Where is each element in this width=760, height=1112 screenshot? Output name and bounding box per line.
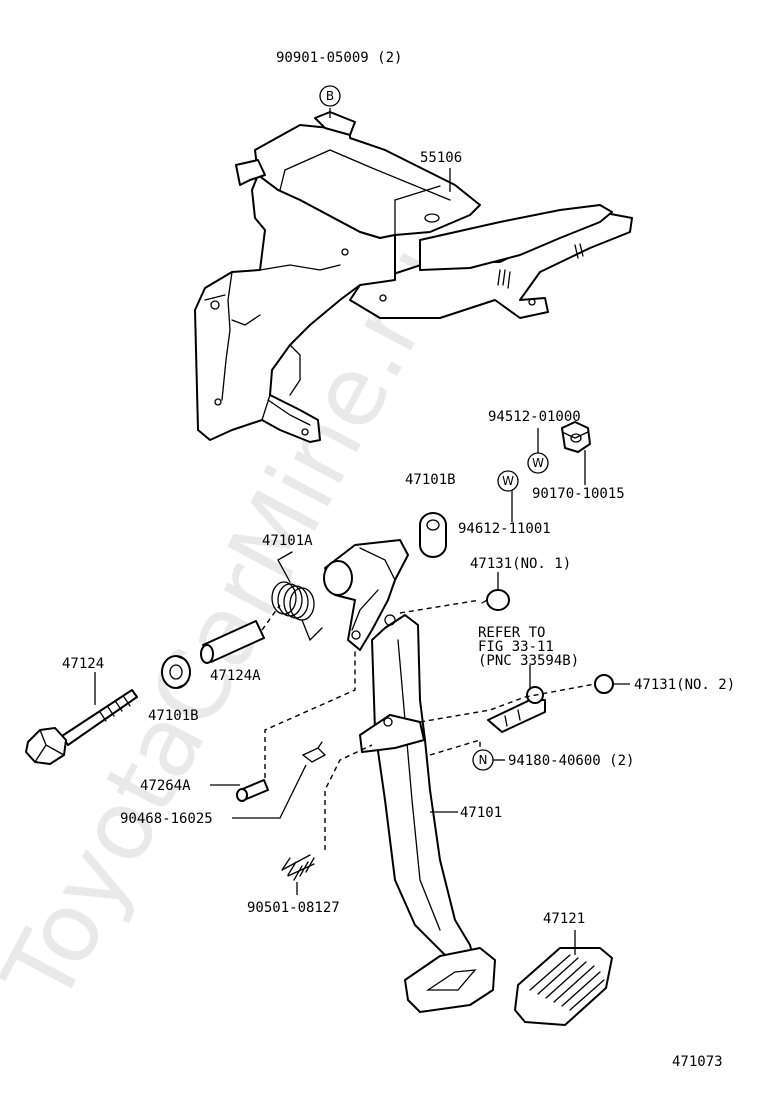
label-bolt-b: 90901-05009 (2) xyxy=(276,50,402,66)
label-note-line-1: REFER TO xyxy=(478,625,545,641)
symbol-n: N xyxy=(472,749,494,771)
clip-leader xyxy=(232,764,307,819)
svg-text:W: W xyxy=(502,474,514,488)
bushing-lower-drawing xyxy=(161,655,191,689)
svg-text:N: N xyxy=(479,753,488,767)
assembly-line-2 xyxy=(324,744,373,850)
label-washer-a: 94512-01000 xyxy=(488,409,581,425)
bolt-47124-drawing xyxy=(25,689,138,765)
pedal-arm-drawing xyxy=(359,614,476,971)
label-pedal: 47101 xyxy=(460,805,502,821)
symbol-b: B xyxy=(319,85,341,107)
label-washer-b: 94612-11001 xyxy=(458,521,551,537)
label-spring: 47101A xyxy=(262,533,313,549)
label-bushing-lower: 47101B xyxy=(148,708,199,724)
label-pin: 47264A xyxy=(140,778,191,794)
label-bracket: 55106 xyxy=(420,150,462,166)
assembly-line-3 xyxy=(399,599,481,614)
label-note-line-2: FIG 33-11 xyxy=(478,639,554,655)
svg-text:B: B xyxy=(326,89,334,103)
bushing-upper-drawing xyxy=(419,512,447,558)
pedal-boss-drawing xyxy=(323,539,409,651)
label-collar: 47124A xyxy=(210,668,261,684)
pedal-pad-drawing xyxy=(514,947,613,1026)
symbol-w-upper: W xyxy=(527,452,549,474)
switch-bracket-drawing xyxy=(487,686,546,733)
spring-47101A-drawing xyxy=(271,551,323,642)
label-bolt: 47124 xyxy=(62,656,104,672)
label-clip: 90468-16025 xyxy=(120,811,213,827)
collar-47124A-drawing xyxy=(200,620,265,664)
label-cushion-1: 47131(NO. 1) xyxy=(470,556,571,572)
label-cushion-2: 47131(NO. 2) xyxy=(634,677,735,693)
label-pedal-pad: 47121 xyxy=(543,911,585,927)
cushion-2-drawing xyxy=(594,674,630,694)
cushion-1-drawing xyxy=(481,589,510,611)
pin-drawing xyxy=(236,779,269,802)
label-nut: 90170-10015 xyxy=(532,486,625,502)
label-note-line-3: (PNC 33594B) xyxy=(478,653,579,669)
clip-drawing xyxy=(301,741,327,763)
assembly-line-1 xyxy=(264,648,356,778)
bracket-55106-drawing xyxy=(194,111,633,443)
return-spring-drawing xyxy=(281,854,315,881)
label-nut-n: 94180-40600 (2) xyxy=(508,753,634,769)
label-return-spring: 90501-08127 xyxy=(247,900,340,916)
label-bushing-upper: 47101B xyxy=(405,472,456,488)
diagram-number: 471073 xyxy=(672,1054,723,1070)
nut-drawing xyxy=(561,421,591,453)
pedal-foot-drawing xyxy=(404,947,496,1013)
symbol-w-lower: W xyxy=(497,470,519,492)
assembly-line-5 xyxy=(429,739,481,756)
svg-text:W: W xyxy=(532,456,544,470)
